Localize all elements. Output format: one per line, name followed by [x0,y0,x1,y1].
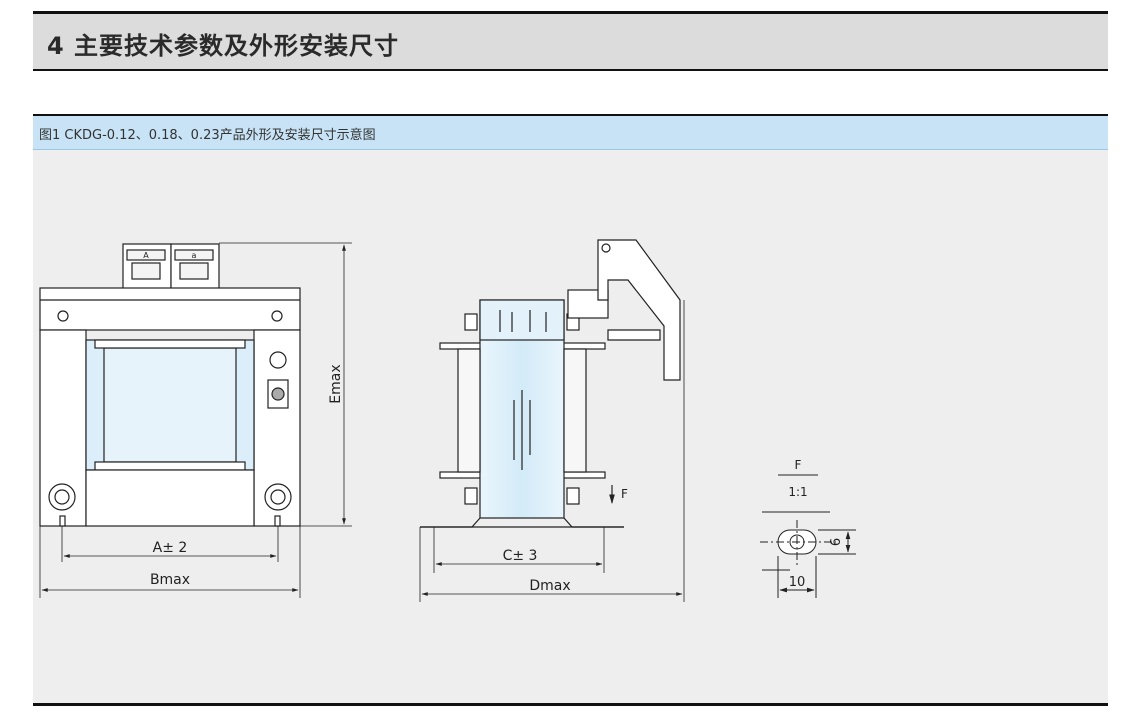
side-dimensions [419,300,685,602]
dim-label-e: Emax [328,364,344,403]
upper-frame [39,287,301,331]
terminal-label-a-upper: A [143,251,149,260]
front-view: A a [39,243,301,527]
section-title: 4 主要技术参数及外形安装尺寸 [47,32,400,60]
detail-label: F [795,458,802,472]
side-view [420,239,681,528]
f-arrow-label: F [621,487,628,501]
figure-panel: 图1 CKDG-0.12、0.18、0.23产品外形及安装尺寸示意图 [33,114,1108,706]
figure-caption-bar: 图1 CKDG-0.12、0.18、0.23产品外形及安装尺寸示意图 [33,116,1108,150]
front-dimensions [39,242,352,598]
dim-label-d: Dmax [529,578,570,594]
detail-scale: 1:1 [788,485,807,499]
section-header: 4 主要技术参数及外形安装尺寸 [33,11,1108,71]
figure-caption: 图1 CKDG-0.12、0.18、0.23产品外形及安装尺寸示意图 [39,128,376,143]
terminal-label-a-lower: a [192,251,197,260]
lower-frame [85,469,255,527]
dim-label-a: A± 2 [153,540,188,556]
detail-slot-height: 6 [829,538,844,546]
detail-slot-width: 10 [789,575,806,590]
dim-label-b: Bmax [150,572,190,588]
dim-label-c: C± 3 [503,548,538,564]
detail-f [760,474,856,598]
